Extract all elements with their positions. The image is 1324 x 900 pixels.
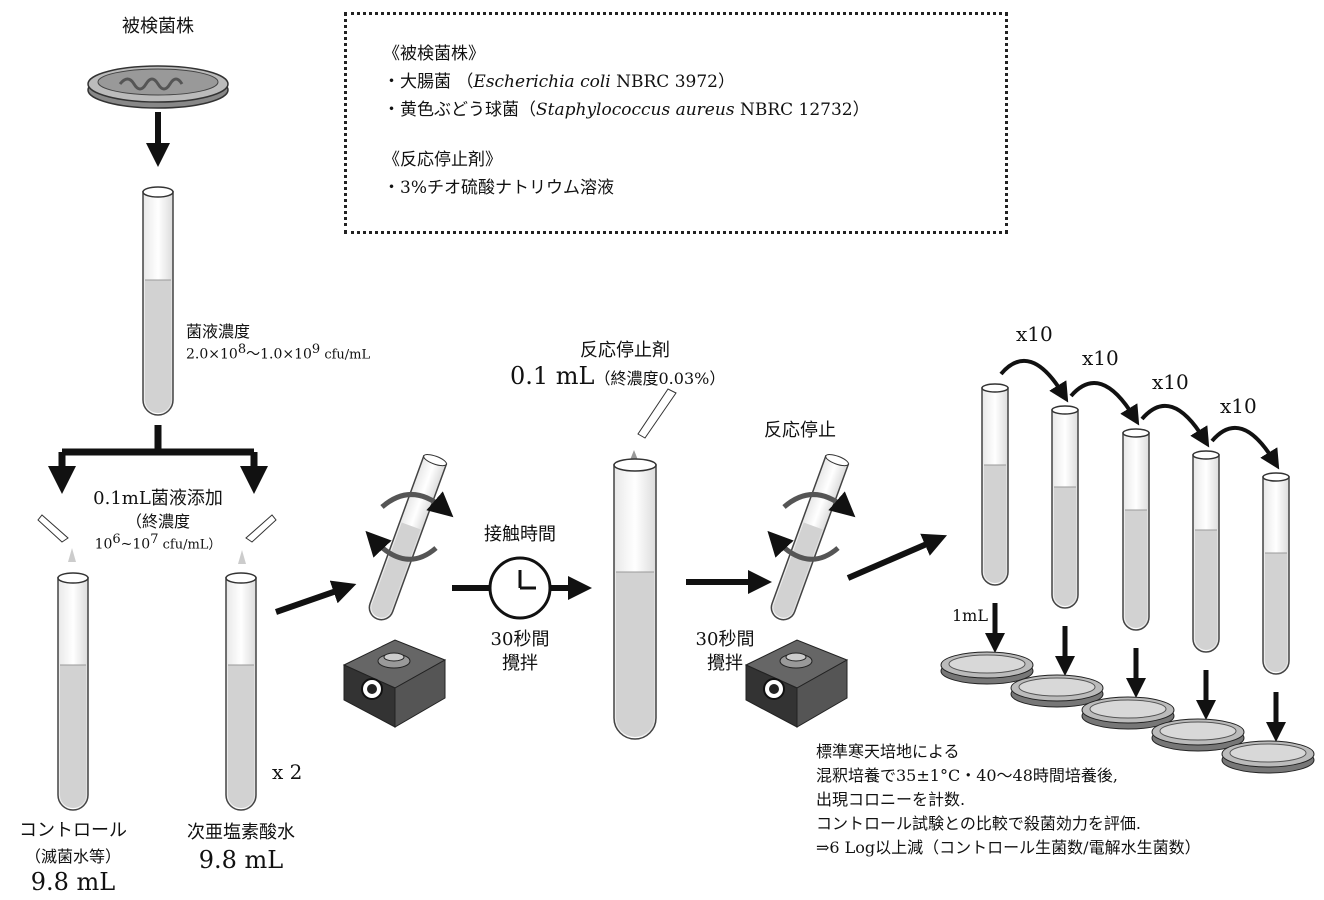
petri-plates (940, 651, 1315, 774)
arrow-to-mixer1 (275, 580, 357, 615)
vortex-mixer-1 (342, 454, 454, 728)
control-volume: 9.8 mL (30, 868, 116, 896)
strain-2: ・黄色ぶどう球菌（Staphylococcus aureus NBRC 1273… (383, 100, 870, 120)
result-text: 標準寒天培地による 混釈培養で35±1°C・40～48時間培養後, 出現コロニー… (816, 740, 1201, 860)
dilution-tube (1262, 472, 1290, 675)
transfer-volume-label: 1mL (952, 606, 988, 625)
stopper-amount: 0.1 mL（終濃度0.03%） (510, 362, 726, 390)
result-line-3: 出現コロニーを計数. (816, 790, 966, 809)
result-line-5: ⇒6 Log以上減（コントロール生菌数/電解水生菌数） (816, 838, 1201, 857)
dilution-tubes (981, 383, 1290, 675)
dilution-tube (1122, 428, 1150, 631)
petri-plate (1221, 740, 1315, 774)
pipette-left (37, 514, 76, 562)
dilution-curved-arrow (1069, 381, 1140, 426)
addition-final-conc: （終濃度 (125, 512, 191, 531)
strains-heading: 《被検菌株》 (383, 44, 485, 64)
petri-plate (1081, 696, 1175, 730)
arrow-to-dilution (846, 533, 948, 581)
stop-agent: ・3%チオ硫酸ナトリウム溶液 (383, 178, 614, 198)
dilution-curved-arrow (999, 358, 1069, 403)
control-tube (57, 572, 89, 811)
dilution-factor-4: x10 (1220, 394, 1257, 418)
pipette-right (238, 514, 277, 564)
dilution-tube (1192, 450, 1220, 653)
info-box: 《被検菌株》 ・大腸菌 （Escherichia coli NBRC 3972）… (344, 12, 1008, 234)
dilution-factor-2: x10 (1082, 346, 1119, 370)
vortex-mixer-2 (744, 454, 856, 728)
culture-tube (142, 186, 174, 416)
stir-label-1: 30秒間攪拌 (490, 629, 550, 674)
stopper-tube (613, 458, 657, 740)
hypochlorous-tube (225, 572, 257, 811)
result-line-4: コントロール試験との比較で殺菌効力を評価. (816, 814, 1141, 833)
dilution-arrows (985, 358, 1286, 742)
source-strain-label: 被検菌株 (122, 16, 194, 37)
stop-heading: 《反応停止剤》 (383, 150, 502, 170)
dilution-factor-1: x10 (1016, 322, 1053, 346)
petri-plate (940, 651, 1034, 685)
hypochlorous-name: 次亜塩素酸水 (187, 822, 295, 843)
dilution-curved-arrow (1140, 403, 1210, 448)
petri-plate (1010, 674, 1104, 708)
control-sub: （滅菌水等） (24, 847, 122, 866)
hypochlorous-volume: 9.8 mL (198, 846, 284, 874)
addition-range: 106~107 cfu/mL） (94, 532, 222, 553)
contact-time-label: 接触時間 (484, 524, 556, 545)
replicate-multiplier: x 2 (272, 760, 303, 784)
addition-label: 0.1mL菌液添加 (93, 488, 223, 509)
result-line-1: 標準寒天培地による (816, 742, 960, 761)
stop-step-label: 反応停止 (764, 420, 836, 441)
clock-icon (488, 556, 552, 620)
source-petri-dish (87, 65, 229, 109)
stopper-pipette (628, 388, 677, 465)
dilution-tube (981, 383, 1009, 586)
split-arrows (48, 425, 268, 494)
dilution-tube (1051, 405, 1079, 609)
stir-label-2: 30秒間攪拌 (695, 629, 755, 674)
petri-plate (1151, 718, 1245, 752)
stopper-label: 反応停止剤 (580, 340, 670, 361)
concentration-value: 2.0×108～1.0×109 cfu/mL (186, 342, 371, 363)
result-line-2: 混釈培養で35±1°C・40～48時間培養後, (816, 766, 1118, 785)
control-name: コントロール (19, 820, 127, 841)
dilution-factor-3: x10 (1152, 370, 1189, 394)
dilution-curved-arrow (1210, 425, 1280, 470)
strain-1: ・大腸菌 （Escherichia coli NBRC 3972） (383, 72, 735, 92)
concentration-label: 菌液濃度 (186, 322, 251, 341)
